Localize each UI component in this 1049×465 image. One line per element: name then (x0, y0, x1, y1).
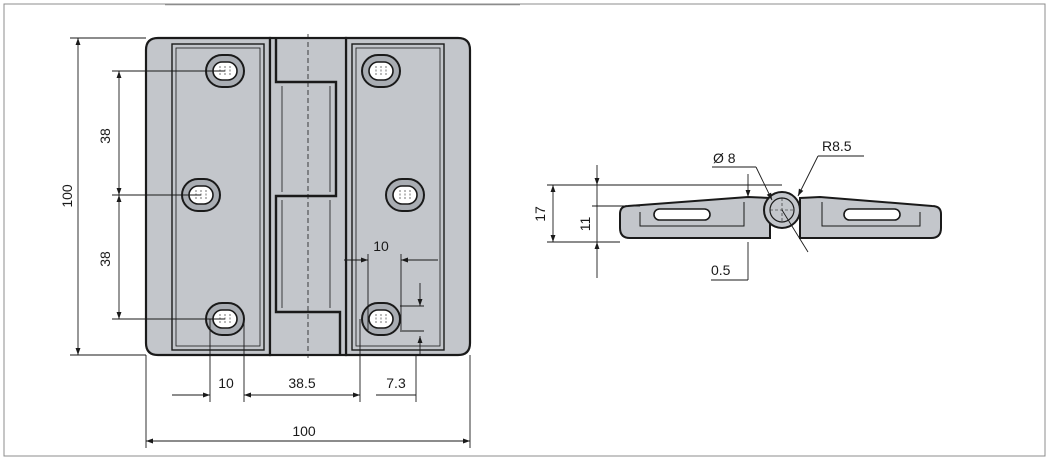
dim-leaf-height: 11 (577, 217, 593, 232)
dim-slot-width-left: 10 (218, 375, 234, 391)
dim-total-height: 17 (532, 206, 548, 222)
dim-edge-offset: 7.3 (386, 375, 406, 391)
mounting-slot (361, 54, 401, 88)
hinge-knuckle (268, 34, 348, 358)
dim-hole-spacing-lower: 38 (97, 251, 113, 267)
mounting-slot (385, 178, 425, 212)
hinge-side-view (619, 191, 942, 239)
dim-overall-width: 100 (292, 423, 316, 439)
drawing-frame (3, 3, 1046, 457)
dim-slot-width-right: 10 (373, 238, 389, 254)
side-dimension-lines (547, 155, 864, 281)
dim-knuckle-radius: R8.5 (822, 138, 852, 154)
front-dimension-lines (70, 37, 471, 448)
dim-hole-row-distance: 38.5 (288, 375, 315, 391)
mounting-slot (361, 302, 401, 336)
dim-gap: 0.5 (711, 262, 731, 278)
dim-pin-diameter: Ø 8 (713, 150, 736, 166)
dim-overall-height: 100 (59, 184, 75, 208)
dim-hole-spacing-upper: 38 (97, 128, 113, 144)
side-slot (653, 208, 711, 221)
side-slot (843, 208, 901, 221)
hinge-front-view (144, 34, 472, 358)
